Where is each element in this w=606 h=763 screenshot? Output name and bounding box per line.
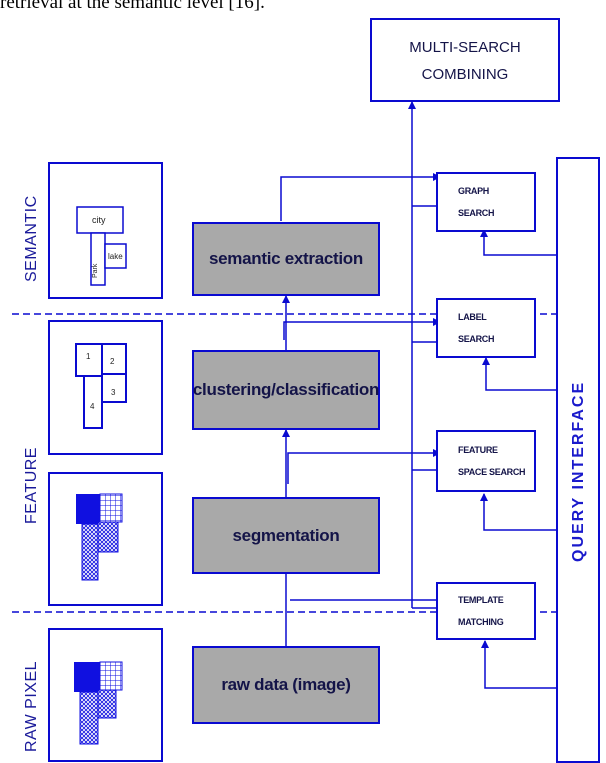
clustering-classification-box: clustering/classification <box>192 350 380 430</box>
level-label-feature: FEATURE <box>23 447 41 524</box>
arrow-raw-to-template <box>290 600 440 607</box>
segmentation-box: segmentation <box>192 497 380 574</box>
arrow-clustering-to-label <box>284 322 440 340</box>
feature-icon-label-1: 1 <box>86 352 90 361</box>
feature-icon-label-3: 3 <box>111 388 115 397</box>
graph-search-line1: GRAPH <box>458 180 534 202</box>
query-to-feature <box>484 494 556 530</box>
clustering-classification-label: clustering/classification <box>193 380 379 400</box>
semantic-icon-lake-label: lake <box>108 252 123 261</box>
level-label-raw-pixel: RAW PIXEL <box>23 661 41 752</box>
label-search-line2: SEARCH <box>458 328 534 350</box>
query-to-template <box>485 641 556 688</box>
semantic-icon-park-label: Park <box>92 264 99 278</box>
query-interface-label: QUERY INTERFACE <box>570 381 588 562</box>
template-matching-box: TEMPLATE MATCHING <box>436 582 536 640</box>
segmentation-label: segmentation <box>233 526 340 546</box>
multi-search-line2: COMBINING <box>422 63 509 87</box>
feature-space-search-box: FEATURE SPACE SEARCH <box>436 430 536 492</box>
template-matching-line1: TEMPLATE <box>458 589 534 611</box>
label-search-box: LABEL SEARCH <box>436 298 536 358</box>
query-to-label <box>486 358 556 390</box>
graph-search-box: GRAPH SEARCH <box>436 172 536 232</box>
template-matching-line2: MATCHING <box>458 611 534 633</box>
feature-icon-label-2: 2 <box>110 357 114 366</box>
graph-search-line2: SEARCH <box>458 202 534 224</box>
query-to-graph <box>484 230 556 255</box>
semantic-icon-city-label: city <box>92 215 106 225</box>
feature-icon-label-4: 4 <box>90 402 94 411</box>
arrow-segmentation-to-feature <box>288 453 440 484</box>
semantic-extraction-box: semantic extraction <box>192 222 380 296</box>
multi-search-line1: MULTI-SEARCH <box>409 33 520 63</box>
label-search-line1: LABEL <box>458 306 534 328</box>
semantic-icon-panel <box>48 162 163 299</box>
feature-space-search-line1: FEATURE <box>458 439 534 461</box>
raw-data-label: raw data (image) <box>221 675 350 695</box>
semantic-extraction-label: semantic extraction <box>209 249 363 269</box>
feature-icon-panel <box>48 320 163 455</box>
feature-pixel-panel <box>48 472 163 606</box>
arrow-semantic-to-graph <box>281 177 440 221</box>
raw-pixel-panel <box>48 628 163 762</box>
raw-data-box: raw data (image) <box>192 646 380 724</box>
feature-space-search-line2: SPACE SEARCH <box>458 461 534 483</box>
level-label-semantic: SEMANTIC <box>23 195 41 282</box>
multi-search-combining-box: MULTI-SEARCH COMBINING <box>370 18 560 102</box>
